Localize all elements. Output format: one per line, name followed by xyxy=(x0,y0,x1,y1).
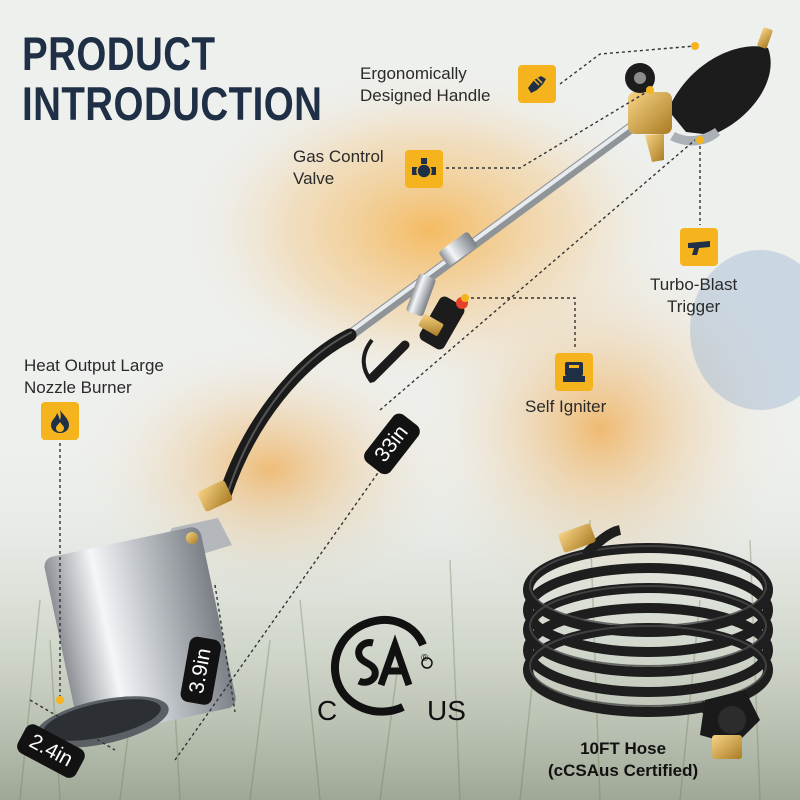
title-line-2: INTRODUCTION xyxy=(22,77,323,130)
hose-label: 10FT Hose (cCSAus Certified) xyxy=(548,739,699,780)
igniter-label: Self Igniter xyxy=(525,397,607,416)
csa-us-text: US xyxy=(427,695,466,726)
hose-coil xyxy=(523,543,773,717)
registered-mark: ® xyxy=(421,653,429,664)
hose-coupling-nut xyxy=(700,690,760,759)
valve-label: Gas Control Valve xyxy=(293,147,384,188)
gas-valve-icon xyxy=(405,150,443,188)
trigger-label: Turbo-Blast Trigger xyxy=(650,275,738,316)
title-line-1: PRODUCT xyxy=(22,27,216,80)
trigger-icon xyxy=(680,228,718,266)
handle-label: Ergonomically Designed Handle xyxy=(360,64,491,105)
csa-c-text: C xyxy=(317,695,338,726)
handle-grip-icon xyxy=(518,65,556,103)
csa-logo-icon xyxy=(331,616,433,716)
igniter-icon xyxy=(555,353,593,391)
csa-certification-mark: C US ® xyxy=(315,615,466,726)
flame-icon xyxy=(41,402,79,440)
burner-label: Heat Output Large Nozzle Burner xyxy=(24,356,164,397)
